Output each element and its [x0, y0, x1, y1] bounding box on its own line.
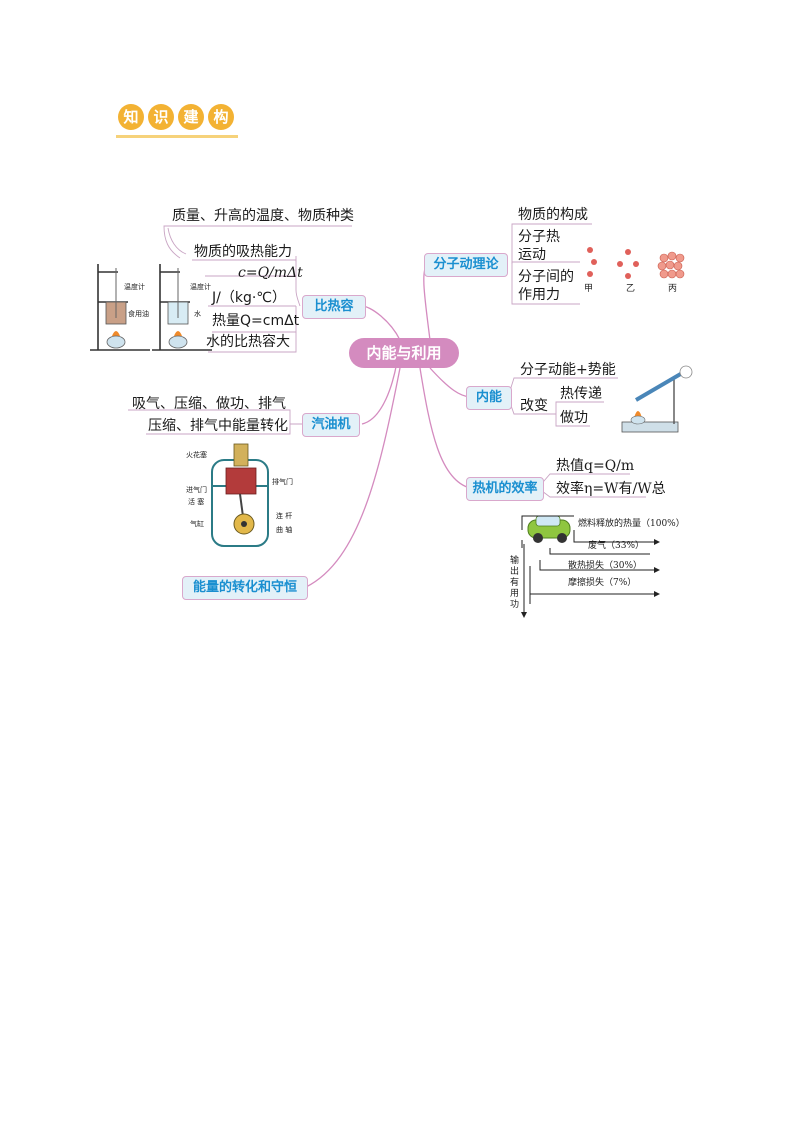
title-char-4: 构: [208, 104, 234, 130]
label-water: 水: [194, 310, 201, 318]
tag-specific-heat: 比热容: [302, 295, 366, 319]
heat-water: 水的比热容大: [206, 334, 290, 350]
mol-composition: 物质的构成: [518, 207, 588, 223]
state-yi: 乙: [626, 284, 636, 294]
center-topic: 内能与利用: [349, 338, 459, 368]
engine-conversion: 压缩、排气中能量转化: [148, 418, 288, 434]
flow-friction: 摩擦损失（7%）: [568, 578, 637, 588]
title-char-3: 建: [178, 104, 204, 130]
flow-exhaust: 废气（33%）: [588, 541, 645, 551]
heat-factors: 质量、升高的温度、物质种类: [172, 208, 354, 224]
tag-engine: 汽油机: [302, 413, 360, 437]
label-cylinder: 气缸: [190, 520, 204, 528]
label-thermometer-left: 温度计: [124, 283, 145, 291]
internal-transfer: 热传递: [560, 386, 602, 402]
label-exhaust: 排气门: [272, 478, 293, 486]
heat-ability: 物质的吸热能力: [194, 244, 292, 260]
heat-unit: J/（kg·℃）: [212, 290, 287, 306]
internal-change: 改变: [520, 398, 548, 414]
title-char-1: 知: [118, 104, 144, 130]
engine-strokes: 吸气、压缩、做功、排气: [132, 396, 286, 412]
flow-heat-loss: 散热损失（30%）: [568, 561, 643, 571]
state-bing: 丙: [668, 284, 678, 294]
label-oil: 食用油: [128, 310, 149, 318]
label-spark: 火花塞: [186, 451, 207, 459]
eff-eff: 效率η=W有/W总: [556, 481, 666, 497]
title-underline: [116, 135, 238, 138]
tag-energy: 能量的转化和守恒: [182, 576, 308, 600]
label-rod: 连 杆: [276, 512, 293, 520]
label-crank: 曲 轴: [276, 526, 293, 534]
tag-molecular: 分子动理论: [424, 253, 508, 277]
tag-efficiency: 热机的效率: [466, 477, 544, 501]
flow-total: 燃料释放的热量（100%）: [578, 519, 685, 529]
state-jia: 甲: [584, 284, 594, 294]
label-thermometer-right: 温度计: [190, 283, 211, 291]
label-intake: 进气门: [186, 486, 207, 494]
heat-quantity: 热量Q=cmΔt: [212, 313, 300, 329]
label-piston: 活 塞: [188, 498, 205, 506]
heat-formula: c=Q/mΔt: [238, 265, 303, 281]
flow-useful: 输出有用功: [510, 556, 520, 610]
title-char-2: 识: [148, 104, 174, 130]
internal-def: 分子动能+势能: [520, 362, 616, 378]
internal-work: 做功: [560, 410, 588, 426]
tag-internal: 内能: [466, 386, 512, 410]
mol-force: 分子间的作用力: [518, 269, 574, 303]
eff-value: 热值q=Q/m: [556, 458, 635, 474]
mol-motion: 分子热运动: [518, 229, 560, 263]
